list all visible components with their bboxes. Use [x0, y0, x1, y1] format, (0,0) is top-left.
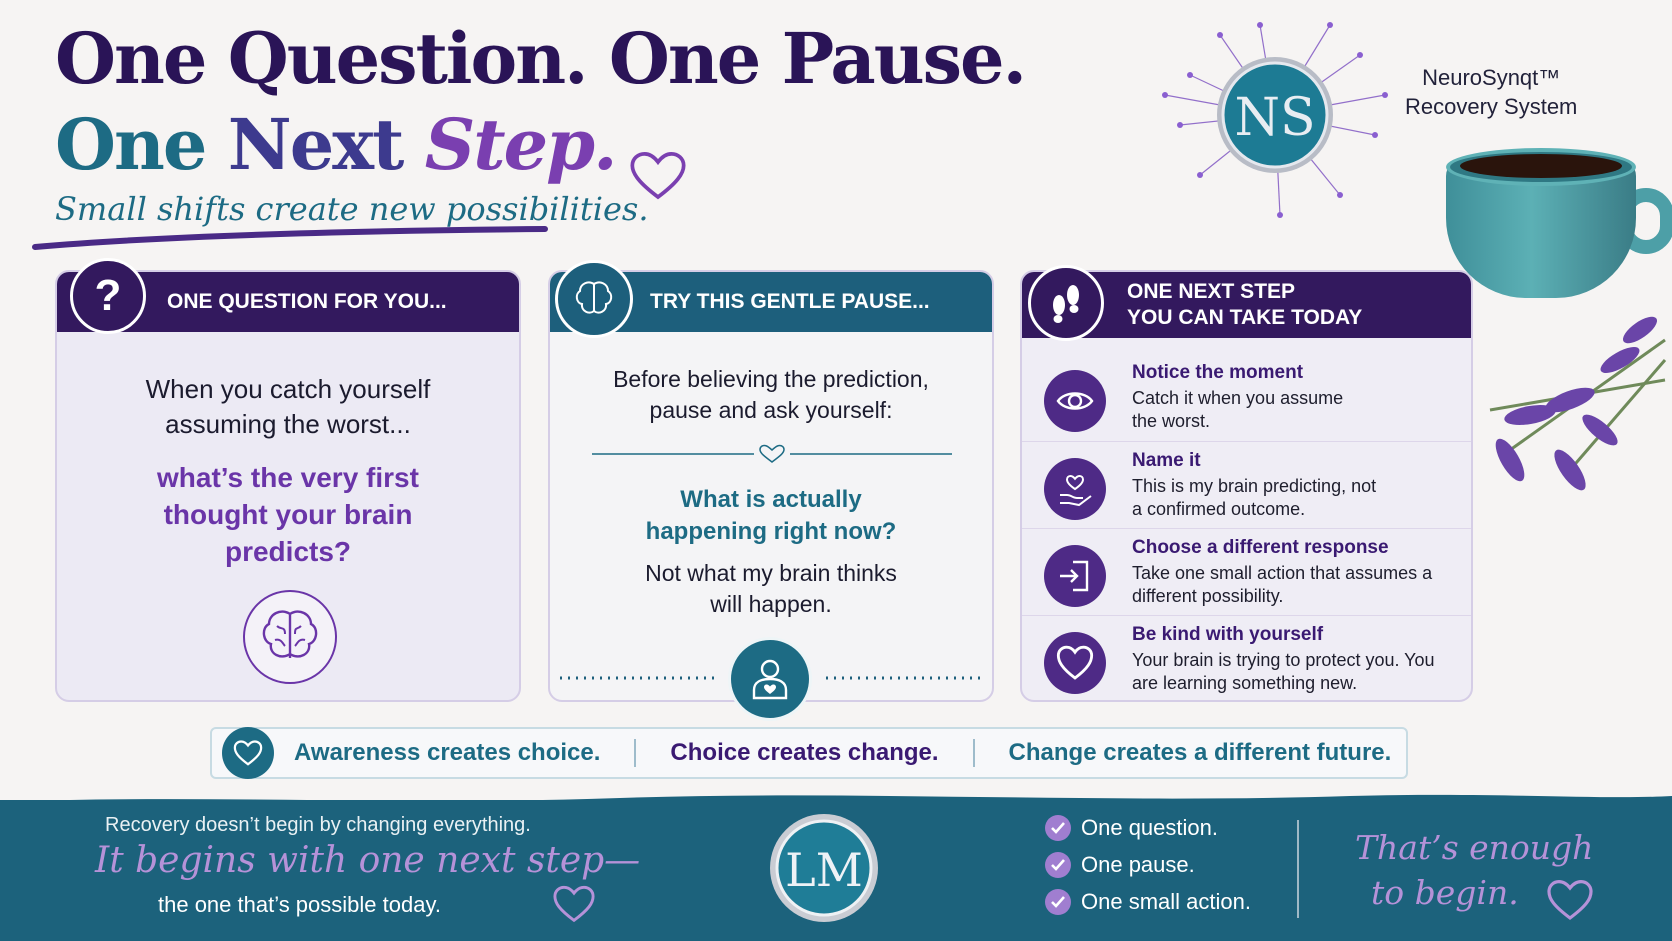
banner-item: Awareness creates choice.: [294, 739, 601, 766]
step-title: Choose a different response: [1132, 537, 1389, 558]
lm-logo: LM: [770, 814, 878, 922]
step-be-kind: Be kind with yourself Your brain is tryi…: [1022, 615, 1471, 700]
checklist-text: One pause.: [1081, 852, 1195, 877]
question-text: what’s the very first thought your brain…: [157, 462, 419, 567]
step-desc: This is my brain predicting, not a confi…: [1132, 476, 1377, 520]
checklist-item: One question.: [1045, 815, 1218, 841]
brand-name-line2: Recovery System: [1405, 93, 1578, 119]
check-icon: [1045, 815, 1071, 841]
step-name-it: Name it This is my brain predicting, not…: [1022, 441, 1471, 528]
hand-heart-icon: [1044, 458, 1106, 520]
checklist-item: One small action.: [1045, 889, 1251, 915]
step-notice: Notice the moment Catch it when you assu…: [1022, 354, 1471, 441]
brand-name-line1: NeuroSynqt™: [1422, 65, 1561, 90]
subtitle-underline: [32, 226, 548, 250]
eye-icon: [1044, 370, 1106, 432]
pause-note: Not what my brain thinks will happen.: [645, 560, 897, 618]
affirmation-banner: Awareness creates choice. Choice creates…: [210, 727, 1408, 779]
subtitle: Small shifts create new possibilities.: [55, 190, 649, 228]
step-desc: Your brain is trying to protect you. You…: [1132, 650, 1435, 694]
pause-dots-left: [560, 676, 720, 680]
heart-icon: [553, 885, 595, 923]
title-word-next: Next: [227, 103, 405, 186]
question-mark-icon: ?: [70, 258, 146, 334]
footer-line-3: the one that’s possible today.: [158, 892, 441, 917]
card-question: ONE QUESTION FOR YOU... When you catch y…: [55, 270, 521, 702]
checklist-text: One question.: [1081, 815, 1218, 840]
heart-icon: [222, 727, 274, 779]
title-line-1: One Question. One Pause.: [55, 17, 1027, 100]
banner-divider: [972, 739, 975, 767]
pause-question: What is actually happening right now?: [645, 486, 897, 546]
step-desc: Catch it when you assume the worst.: [1132, 388, 1344, 432]
title-word-step: Step.: [424, 103, 618, 186]
checklist-text: One small action.: [1081, 889, 1251, 914]
step-title: Name it: [1132, 450, 1201, 471]
brain-icon: [243, 590, 337, 684]
heart-icon: [1547, 879, 1593, 921]
step-title: Notice the moment: [1132, 362, 1304, 383]
closing-line-2: to begin.: [1371, 872, 1519, 912]
heart-icon: [630, 151, 686, 200]
heart-icon: [1044, 632, 1106, 694]
logo-letters: NS: [1234, 88, 1315, 148]
neurosynqt-logo: NS: [1162, 22, 1388, 218]
banner-item: Change creates a different future.: [1008, 739, 1392, 766]
footer-line-2: It begins with one next step—: [95, 840, 641, 881]
person-heart-icon: [728, 637, 812, 721]
brain-icon: [555, 260, 633, 338]
step-title: Be kind with yourself: [1132, 624, 1324, 645]
check-icon: [1045, 889, 1071, 915]
checklist-item: One pause.: [1045, 852, 1195, 878]
brand-name: NeuroSynqt™ Recovery System: [1405, 64, 1577, 121]
closing-line-1: That’s enough: [1355, 828, 1594, 867]
banner-divider: [634, 739, 637, 767]
footer-line-1: Recovery doesn’t begin by changing every…: [105, 814, 531, 836]
card-next-step: ONE NEXT STEP YOU CAN TAKE TODAY Notice …: [1020, 270, 1473, 702]
banner-item: Choice creates change.: [670, 739, 939, 766]
card-steps-header-line2: YOU CAN TAKE TODAY: [1127, 306, 1363, 329]
pause-divider: [592, 444, 952, 463]
step-desc: Take one small action that assumes a dif…: [1132, 563, 1433, 607]
closing-text: That’s enough to begin.: [1355, 826, 1593, 915]
title-word-one: One: [55, 103, 207, 186]
check-icon: [1045, 852, 1071, 878]
pause-intro: Before believing the prediction, pause a…: [613, 366, 929, 424]
lavender-image: [1489, 316, 1667, 491]
footer-divider: [1297, 820, 1299, 918]
title-line-2: One Next Step.: [55, 103, 618, 186]
step-choose: Choose a different response Take one sma…: [1022, 528, 1471, 615]
footprints-icon: [1028, 265, 1104, 341]
coffee-cup-image: [1440, 148, 1672, 298]
door-arrow-icon: [1044, 545, 1106, 607]
pause-dots-right: [826, 676, 986, 680]
card-steps-header-line1: ONE NEXT STEP: [1127, 279, 1296, 303]
lm-logo-letters: LM: [785, 843, 863, 897]
question-intro: When you catch yourself assuming the wor…: [145, 374, 431, 440]
